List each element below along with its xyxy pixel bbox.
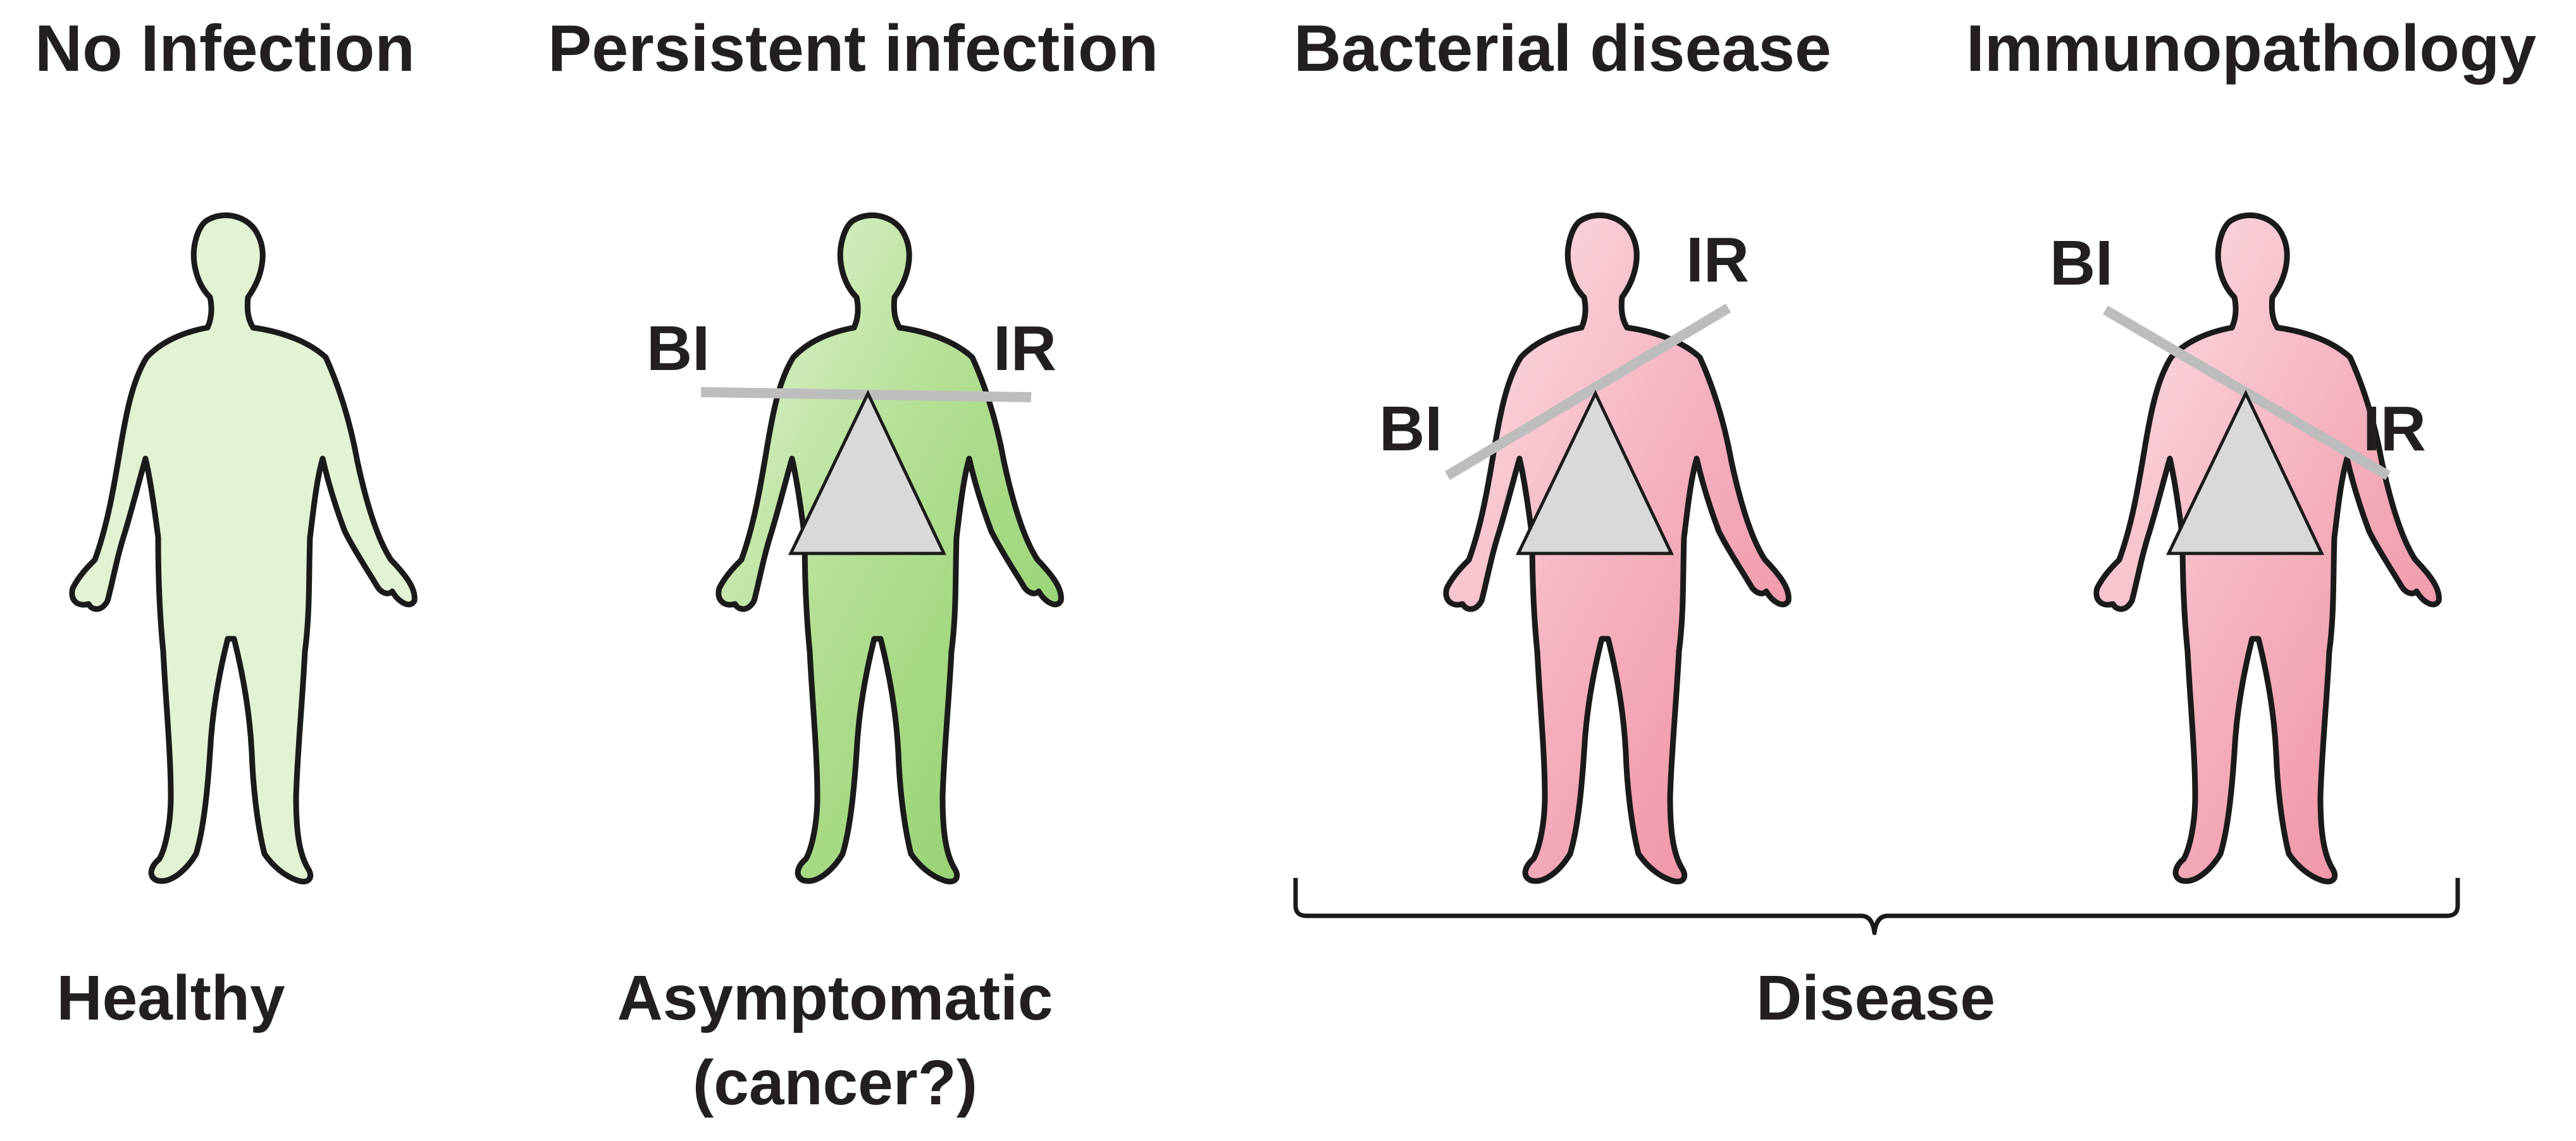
label-bi: BI: [647, 313, 710, 384]
label-ir: IR: [993, 313, 1056, 384]
panel-title-immunopathology: Immunopathology: [1966, 12, 2536, 85]
outcome-asymptomatic-note: (cancer?): [693, 1047, 977, 1118]
balance-fulcrum: [2166, 390, 2324, 555]
label-bi: BI: [1379, 393, 1442, 464]
balance-fulcrum: [1516, 390, 1674, 555]
label-ir: IR: [2363, 393, 2426, 464]
label-bi: BI: [2050, 228, 2113, 299]
label-ir: IR: [1686, 225, 1749, 295]
disease-brace: [1293, 878, 2460, 935]
outcome-healthy: Healthy: [56, 963, 285, 1033]
outcome-disease: Disease: [1756, 963, 1995, 1033]
balance-fulcrum: [788, 390, 946, 555]
human-figure-healthy: [72, 215, 414, 881]
outcome-asymptomatic: Asymptomatic: [617, 963, 1053, 1033]
panel-title-bacterial-disease: Bacterial disease: [1294, 12, 1831, 85]
panel-title-persistent-infection: Persistent infection: [548, 12, 1158, 85]
panel-title-no-infection: No Infection: [35, 12, 415, 85]
balance-beam-tilted-left: [1444, 304, 1731, 480]
